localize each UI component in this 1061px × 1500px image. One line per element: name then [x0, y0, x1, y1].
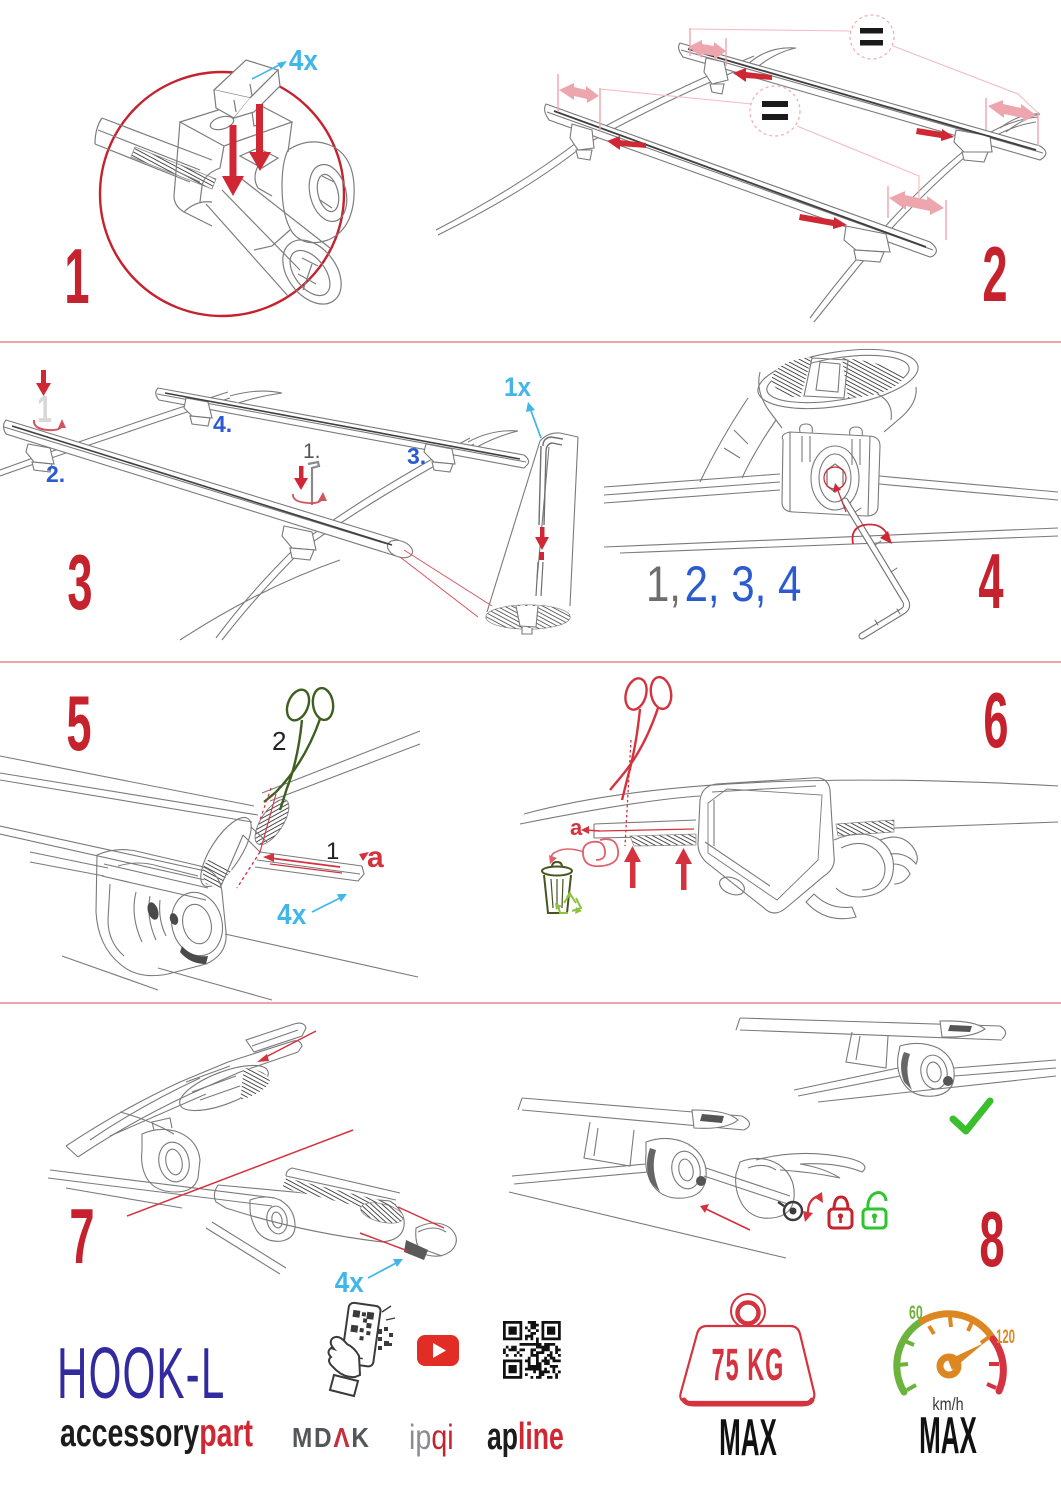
svg-text:a: a [570, 815, 583, 840]
svg-text:4x: 4x [289, 44, 319, 77]
svg-text:60: 60 [909, 1302, 923, 1323]
svg-text:4: 4 [978, 537, 1004, 625]
svg-text:accessorypart: accessorypart [60, 1412, 253, 1455]
svg-text:4x: 4x [335, 1266, 365, 1299]
svg-text:1x: 1x [504, 373, 532, 402]
svg-text:1: 1 [326, 838, 339, 865]
svg-text:8: 8 [979, 1195, 1004, 1283]
svg-text:2, 3, 4: 2, 3, 4 [685, 556, 802, 612]
svg-text:1: 1 [37, 387, 52, 430]
svg-text:km/h: km/h [932, 1395, 963, 1415]
svg-text:7: 7 [69, 1192, 94, 1280]
svg-text:3.: 3. [407, 443, 426, 469]
svg-text:1,: 1, [646, 556, 681, 612]
svg-text:2.: 2. [46, 461, 65, 487]
svg-text:75 KG: 75 KG [712, 1340, 785, 1390]
svg-text:MDΛK: MDΛK [292, 1421, 371, 1453]
svg-text:2: 2 [272, 726, 286, 756]
svg-text:4.: 4. [213, 411, 232, 437]
svg-text:2: 2 [982, 230, 1007, 318]
svg-text:1: 1 [64, 232, 89, 320]
svg-text:HOOK-L: HOOK-L [57, 1335, 225, 1414]
svg-text:6: 6 [983, 676, 1008, 764]
svg-text:MAX: MAX [719, 1408, 777, 1466]
svg-text:apline: apline [487, 1414, 564, 1457]
svg-text:ipqi: ipqi [409, 1417, 454, 1456]
svg-text:4x: 4x [277, 898, 307, 931]
svg-text:1.: 1. [303, 440, 321, 463]
svg-text:3: 3 [67, 538, 92, 626]
svg-text:5: 5 [66, 679, 91, 767]
svg-text:MAX: MAX [919, 1406, 977, 1464]
svg-text:120: 120 [996, 1327, 1015, 1348]
svg-text:a: a [367, 841, 384, 874]
